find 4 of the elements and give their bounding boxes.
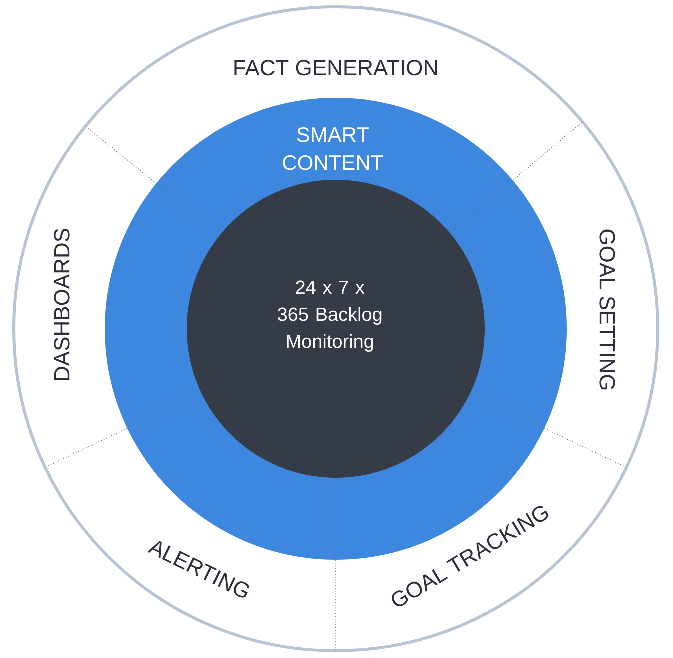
sector-label: FACT GENERATION — [234, 60, 438, 76]
sector-label: DASHBOARDS — [54, 229, 70, 380]
outer-circle — [12, 6, 660, 652]
sector-label: GOAL SETTING — [600, 230, 616, 390]
